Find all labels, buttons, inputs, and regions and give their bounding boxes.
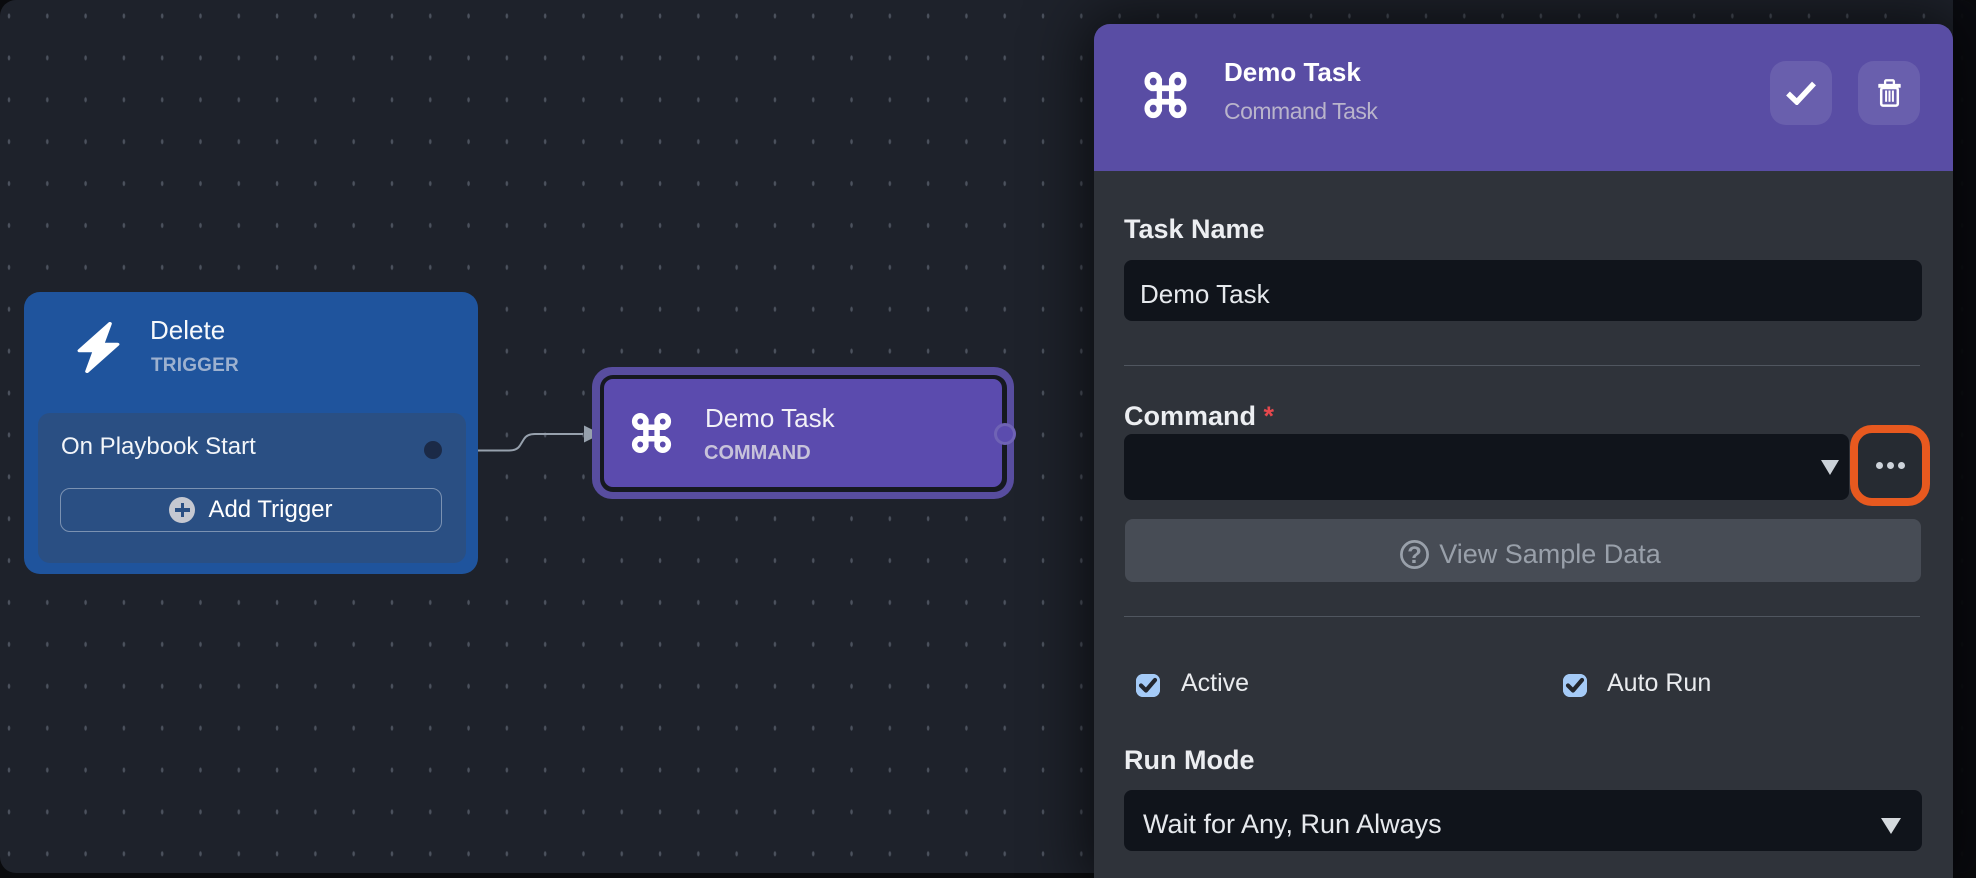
svg-text:?: ?	[1407, 542, 1422, 569]
